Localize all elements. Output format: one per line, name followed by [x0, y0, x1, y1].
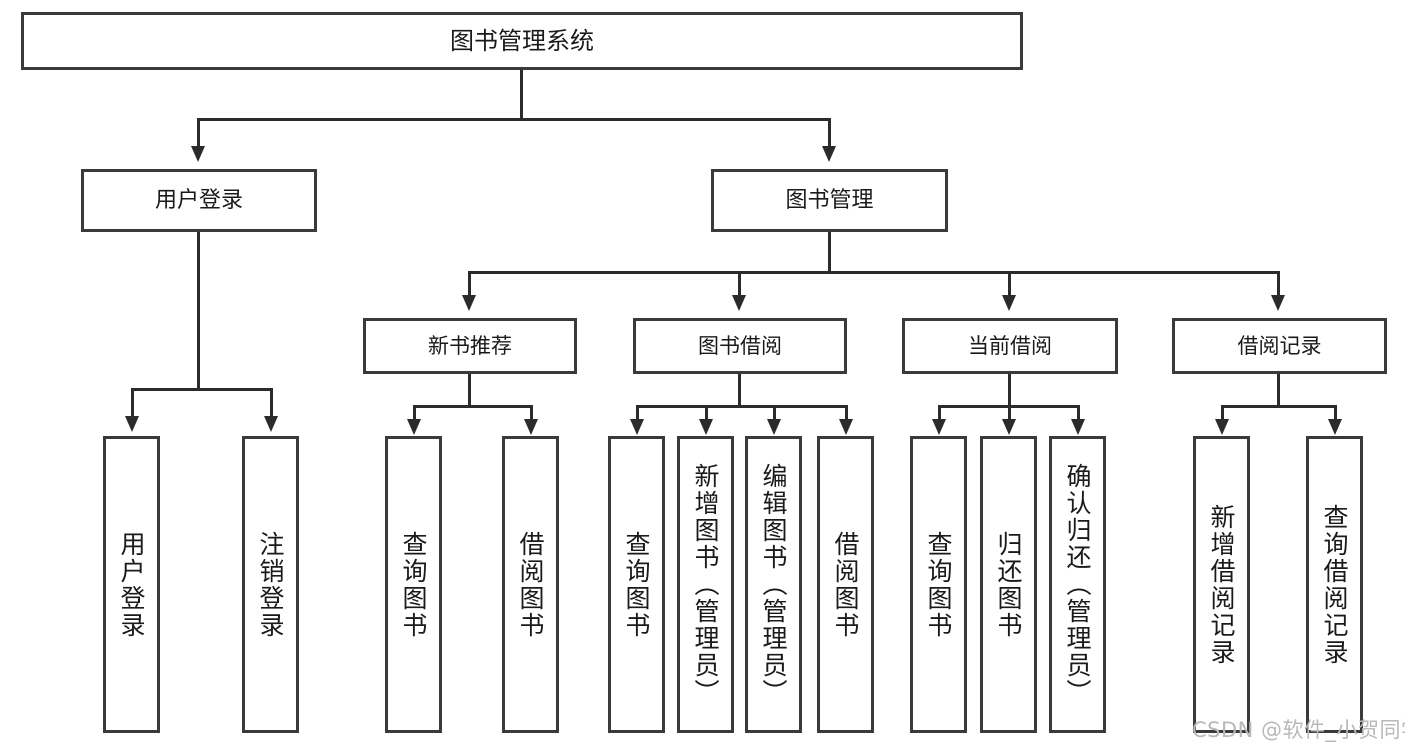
arrowhead-user-login-leaf-1 — [125, 416, 139, 432]
node-label: 用户登录 — [154, 187, 243, 213]
leaf-query-book-1[interactable]: 查询图书 — [385, 436, 442, 733]
node-label: 当前借阅 — [968, 333, 1052, 358]
connector-user-login-to-leaf-2 — [270, 388, 273, 418]
connector-book-manage-to-current-borrow — [1008, 271, 1011, 297]
node-label: 图书管理系统 — [450, 26, 594, 55]
connector-book-manage-to-book-borrow — [738, 271, 741, 297]
connector-borrow-record-leaf-1 — [1221, 405, 1224, 421]
arrowhead-new-book-leaf-2 — [524, 419, 538, 435]
arrowhead-book-borrow-leaf-1 — [630, 419, 644, 435]
connector-book-borrow-leaf-1 — [636, 405, 639, 421]
node-borrow-record[interactable]: 借阅记录 — [1172, 318, 1387, 374]
leaf-label: 编辑图书（管理员） — [759, 463, 788, 706]
connector-root-to-user-login — [197, 118, 200, 148]
connector-current-borrow-leaf-1 — [938, 405, 941, 421]
connector-user-login-stem — [197, 232, 200, 388]
arrowhead-book-manage-current-borrow — [1002, 295, 1016, 311]
arrowhead-root-to-user-login — [191, 146, 205, 162]
arrowhead-book-manage-borrow-record — [1271, 295, 1285, 311]
connector-borrow-record-leaf-2 — [1334, 405, 1337, 421]
connector-root-bus — [197, 118, 831, 121]
connector-current-borrow-leaf-2 — [1008, 405, 1011, 421]
leaf-borrow-book-2[interactable]: 借阅图书 — [817, 436, 874, 733]
arrowhead-book-borrow-leaf-4 — [839, 419, 853, 435]
node-root-system[interactable]: 图书管理系统 — [21, 12, 1023, 70]
connector-user-login-bus — [131, 388, 273, 391]
connector-book-manage-to-borrow-record — [1277, 271, 1280, 297]
connector-book-borrow-leaf-4 — [845, 405, 848, 421]
leaf-label: 新增借阅记录 — [1207, 503, 1236, 666]
arrowhead-current-borrow-leaf-1 — [932, 419, 946, 435]
connector-book-manage-bus — [468, 271, 1280, 274]
connector-book-borrow-stem — [738, 374, 741, 405]
leaf-query-book-2[interactable]: 查询图书 — [608, 436, 665, 733]
watermark-text: CSDN @软件_小贺同学 — [1192, 718, 1405, 742]
node-label: 借阅记录 — [1237, 333, 1322, 358]
leaf-return-book[interactable]: 归还图书 — [980, 436, 1037, 733]
connector-current-borrow-leaf-3 — [1077, 405, 1080, 421]
leaf-label: 用户登录 — [117, 530, 146, 639]
connector-book-manage-stem — [828, 232, 831, 271]
leaf-add-book[interactable]: 新增图书（管理员） — [677, 436, 734, 733]
connector-current-borrow-stem — [1008, 374, 1011, 405]
leaf-label: 新增图书（管理员） — [691, 463, 720, 706]
arrowhead-book-manage-book-borrow — [732, 295, 746, 311]
leaf-label: 查询借阅记录 — [1320, 503, 1349, 666]
connector-new-book-leaf-2 — [530, 405, 533, 421]
connector-book-borrow-bus — [636, 405, 848, 408]
leaf-label: 查询图书 — [622, 530, 651, 639]
node-book-manage[interactable]: 图书管理 — [711, 169, 948, 232]
leaf-confirm-return[interactable]: 确认归还（管理员） — [1049, 436, 1106, 733]
arrowhead-new-book-leaf-1 — [407, 419, 421, 435]
arrowhead-book-manage-new-book — [462, 295, 476, 311]
leaf-edit-book[interactable]: 编辑图书（管理员） — [745, 436, 802, 733]
leaf-query-book-3[interactable]: 查询图书 — [910, 436, 967, 733]
connector-new-book-leaf-1 — [413, 405, 416, 421]
leaf-label: 归还图书 — [994, 530, 1023, 639]
connector-book-borrow-leaf-2 — [705, 405, 708, 421]
arrowhead-book-borrow-leaf-2 — [699, 419, 713, 435]
connector-borrow-record-bus — [1221, 405, 1337, 408]
node-book-borrow[interactable]: 图书借阅 — [633, 318, 847, 374]
node-new-book-recommend[interactable]: 新书推荐 — [363, 318, 577, 374]
arrowhead-current-borrow-leaf-2 — [1002, 419, 1016, 435]
leaf-user-login[interactable]: 用户登录 — [103, 436, 160, 733]
connector-borrow-record-stem — [1277, 374, 1280, 405]
arrowhead-user-login-leaf-2 — [264, 416, 278, 432]
arrowhead-root-to-book-manage — [822, 146, 836, 162]
arrowhead-current-borrow-leaf-3 — [1071, 419, 1085, 435]
leaf-label: 查询图书 — [924, 530, 953, 639]
connector-user-login-to-leaf-1 — [131, 388, 134, 418]
leaf-label: 借阅图书 — [516, 530, 545, 639]
leaf-label: 借阅图书 — [831, 530, 860, 639]
connector-new-book-bus — [413, 405, 533, 408]
connector-new-book-stem — [468, 374, 471, 405]
arrowhead-borrow-record-leaf-1 — [1215, 419, 1229, 435]
node-label: 图书管理 — [785, 187, 874, 213]
arrowhead-borrow-record-leaf-2 — [1328, 419, 1342, 435]
connector-book-manage-to-new-book — [468, 271, 471, 297]
arrowhead-book-borrow-leaf-3 — [767, 419, 781, 435]
connector-book-borrow-leaf-3 — [773, 405, 776, 421]
leaf-label: 注销登录 — [256, 530, 285, 639]
leaf-label: 查询图书 — [399, 530, 428, 639]
leaf-borrow-book-1[interactable]: 借阅图书 — [502, 436, 559, 733]
node-label: 图书借阅 — [698, 333, 782, 358]
node-user-login[interactable]: 用户登录 — [81, 169, 317, 232]
node-current-borrow[interactable]: 当前借阅 — [902, 318, 1118, 374]
node-label: 新书推荐 — [428, 333, 512, 358]
leaf-query-record[interactable]: 查询借阅记录 — [1306, 436, 1363, 733]
connector-root-to-book-manage — [828, 118, 831, 148]
leaf-label: 确认归还（管理员） — [1063, 463, 1092, 706]
leaf-add-record[interactable]: 新增借阅记录 — [1193, 436, 1250, 733]
connector-root-stem — [520, 70, 523, 118]
leaf-user-logout[interactable]: 注销登录 — [242, 436, 299, 733]
